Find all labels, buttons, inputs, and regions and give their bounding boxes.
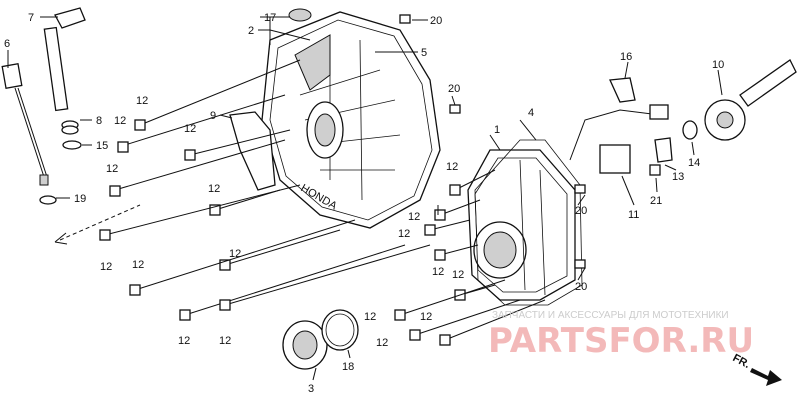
- callout-6: 6: [4, 38, 10, 50]
- washer: [62, 140, 82, 150]
- callout-20b: 20: [448, 83, 460, 95]
- callout-labels: 7 6 8 15 19 2 17 20 5 9 20 16 10 4 1 14 …: [4, 12, 724, 395]
- callout-12: 12: [132, 259, 144, 271]
- sensor-bolt: [649, 164, 661, 176]
- dowel-pin: [399, 14, 411, 24]
- bolts-left: [99, 59, 431, 321]
- clamp: [609, 77, 636, 103]
- watermark-logo: PARTSFOR.RU: [488, 321, 754, 361]
- callout-12: 12: [452, 269, 464, 281]
- callout-11: 11: [628, 209, 639, 221]
- callout-12: 12: [178, 335, 190, 347]
- callout-19: 19: [74, 193, 86, 205]
- callout-2: 2: [248, 25, 254, 37]
- callout-12: 12: [184, 123, 196, 135]
- watermark-caption: ЗАПЧАСТИ И АКСЕССУАРЫ ДЛЯ МОТОТЕХНИКИ: [492, 310, 729, 321]
- callout-15: 15: [96, 140, 108, 152]
- callout-18: 18: [342, 361, 354, 373]
- callout-20a: 20: [430, 15, 442, 27]
- shift-shaft: [43, 7, 86, 112]
- callout-5: 5: [421, 47, 427, 59]
- bolts-right: [394, 169, 546, 346]
- callout-12: 12: [100, 261, 112, 273]
- callout-9: 9: [210, 110, 216, 122]
- sensor-harness: [569, 104, 669, 174]
- dowel-pin: [574, 184, 586, 194]
- callout-12: 12: [432, 266, 444, 278]
- callout-17: 17: [264, 12, 276, 24]
- clutch-cover: HONDA: [261, 11, 441, 229]
- dipstick: [1, 63, 49, 186]
- callout-12: 12: [136, 95, 148, 107]
- callout-12: 12: [376, 337, 388, 349]
- leader-lines: [7, 16, 723, 381]
- callout-12: 12: [106, 163, 118, 175]
- callout-12: 12: [398, 228, 410, 240]
- plate: [229, 111, 276, 191]
- callout-20d: 20: [575, 281, 587, 293]
- callout-13: 13: [672, 171, 684, 183]
- callout-10: 10: [712, 59, 724, 71]
- front-arrow-icon: [750, 368, 782, 386]
- sprocket-bolt: [654, 137, 673, 163]
- o-ring: [39, 195, 57, 205]
- callout-7: 7: [28, 12, 34, 24]
- callout-12: 12: [420, 311, 432, 323]
- callout-21: 21: [650, 195, 662, 207]
- callout-12: 12: [229, 248, 241, 260]
- callout-12: 12: [364, 311, 376, 323]
- callout-1: 1: [494, 124, 500, 136]
- callout-12: 12: [446, 161, 458, 173]
- countershaft: [739, 59, 797, 107]
- callout-16: 16: [620, 51, 632, 63]
- callout-12: 12: [219, 335, 231, 347]
- sprocket-washer: [682, 120, 698, 140]
- plug: [288, 8, 312, 22]
- callout-12: 12: [114, 115, 126, 127]
- sprocket: [704, 99, 746, 141]
- callout-14: 14: [688, 157, 700, 169]
- generator-cover: [467, 149, 576, 301]
- callout-12: 12: [208, 183, 220, 195]
- spring: [61, 120, 79, 135]
- assembly-arrow: [59, 204, 141, 241]
- dowel-pin: [574, 259, 586, 269]
- callout-8: 8: [96, 115, 102, 127]
- front-direction-indicator: FR.: [731, 352, 782, 386]
- callout-20c: 20: [575, 205, 587, 217]
- callout-3: 3: [308, 383, 314, 395]
- callout-12: 12: [408, 211, 420, 223]
- dowel-pin: [449, 104, 461, 114]
- callout-4: 4: [528, 107, 534, 119]
- cap-o-ring: [321, 309, 359, 351]
- oil-filler-cap: [282, 320, 328, 370]
- gasket: [474, 139, 583, 306]
